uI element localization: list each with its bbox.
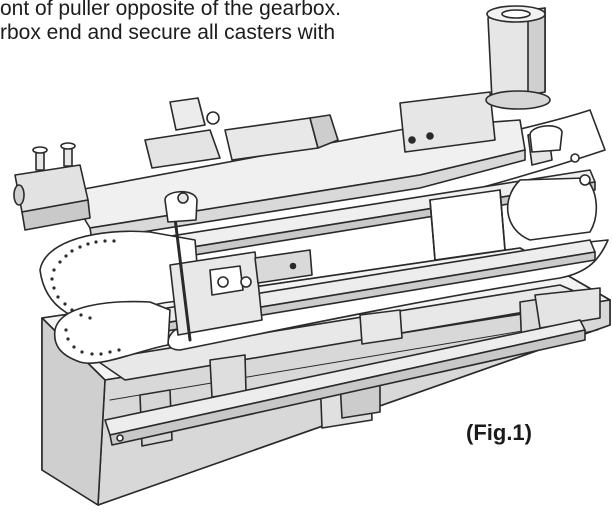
adjusting-rod — [164, 190, 198, 342]
lower-rail — [104, 319, 586, 446]
dial-plate — [39, 230, 313, 364]
right-handle — [529, 125, 563, 153]
instruction-line-2: rbox end and secure all casters with — [0, 21, 336, 44]
frame-top-bar — [94, 169, 596, 271]
left-end-block — [13, 142, 91, 231]
figure-label: (Fig.1) — [466, 420, 532, 445]
gearbox-cylinder — [485, 5, 551, 110]
instruction-line-1: ont of puller opposite of the gearbox. — [0, 0, 341, 20]
